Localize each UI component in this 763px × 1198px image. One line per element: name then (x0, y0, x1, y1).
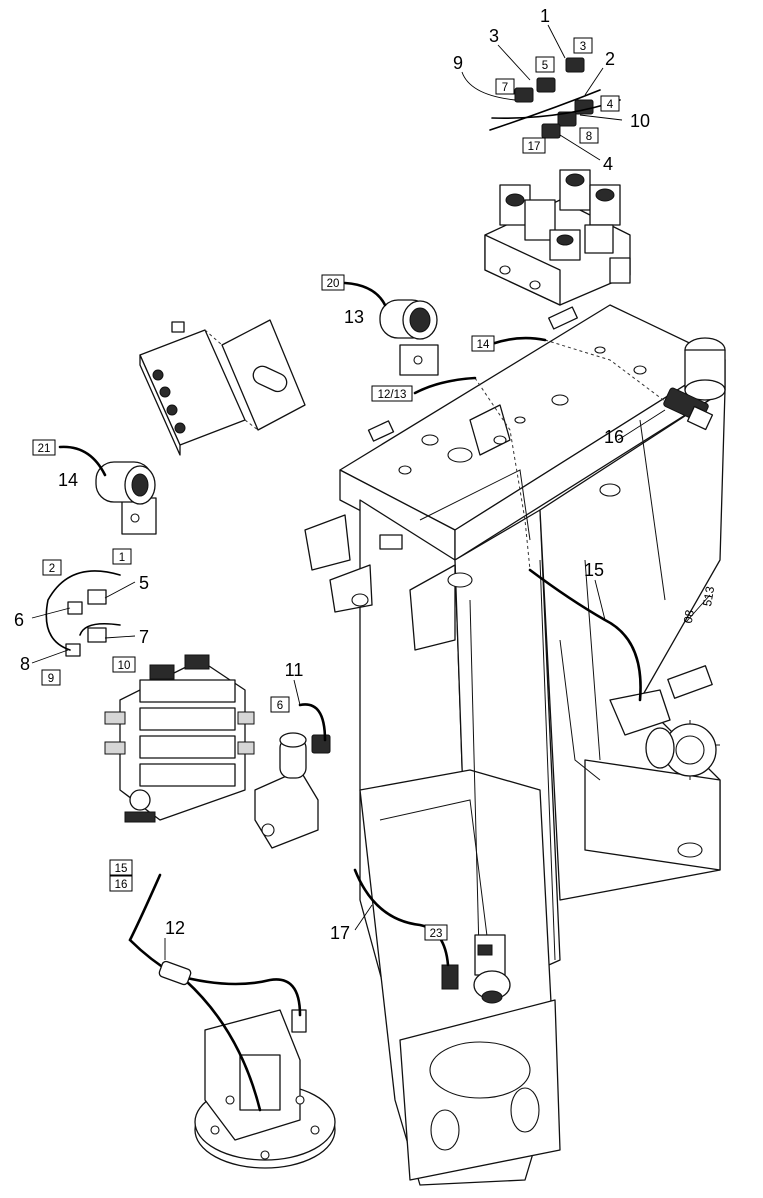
boxed-label-4: 4 (607, 99, 614, 111)
callout-6: 6 (14, 610, 24, 630)
harness-12-lower (183, 978, 262, 1112)
callout-12: 12 (165, 918, 185, 938)
drive-motor (194, 1009, 336, 1169)
callout-5: 5 (139, 573, 149, 593)
top-valve-block (484, 169, 631, 306)
callout-9-top: 9 (453, 53, 463, 73)
callout-2: 2 (605, 49, 615, 69)
harness-17 (353, 868, 450, 967)
boxed-label-12-13: 12/13 (378, 389, 407, 401)
left-plugs (45, 570, 121, 657)
boxed-label-8: 8 (586, 131, 592, 143)
sensor-16 (663, 387, 714, 431)
boxed-label-1: 1 (119, 552, 125, 564)
harness-14-top (493, 336, 547, 345)
boxed-label-5: 5 (542, 60, 548, 72)
boxed-labels: 3 5 7 4 8 17 20 14 12/13 21 2 1 10 9 6 1… (32, 37, 620, 941)
boxed-label-16: 16 (115, 879, 128, 891)
rotation-sensor-assembly (609, 665, 720, 780)
ref-code-top: 08 (681, 608, 697, 624)
boxed-label-7: 7 (502, 82, 508, 94)
sensor-14 (95, 461, 157, 535)
sensor-13 (379, 299, 439, 376)
control-box (139, 319, 306, 456)
boxed-label-3a: 3 (580, 41, 586, 53)
leader-lines (31, 24, 711, 960)
callout-1: 1 (540, 6, 550, 26)
harness-13 (343, 281, 387, 307)
boxed-label-23: 23 (430, 928, 443, 940)
callout-16: 16 (604, 427, 624, 447)
callout-11: 11 (285, 660, 304, 680)
boxed-label-9: 9 (48, 673, 54, 685)
boxed-label-14: 14 (477, 339, 490, 351)
callout-8: 8 (20, 654, 30, 674)
callout-13: 13 (344, 307, 364, 327)
harness-11 (298, 703, 327, 742)
boxed-label-21: 21 (38, 443, 51, 455)
callout-4: 4 (603, 154, 613, 174)
harness-12 (128, 873, 302, 1017)
callout-3: 3 (489, 26, 499, 46)
callout-numbers: 1 2 3 9 10 4 13 14 16 15 5 6 7 8 11 12 1… (14, 6, 650, 943)
callout-15: 15 (584, 560, 604, 580)
boxed-label-2: 2 (49, 563, 55, 575)
ref-code-bottom: 513 (700, 585, 717, 607)
boxed-label-10: 10 (118, 660, 131, 672)
boxed-label-20: 20 (327, 278, 340, 290)
reference-code: 08 513 (681, 585, 718, 624)
callout-17: 17 (330, 923, 350, 943)
callout-14: 14 (58, 470, 78, 490)
solenoid-valve-11 (254, 732, 331, 849)
stack-valve (104, 654, 255, 823)
boxed-label-6: 6 (277, 700, 283, 712)
boxed-label-17: 17 (528, 141, 541, 153)
boxed-label-15: 15 (115, 863, 128, 875)
harness-12-13 (413, 376, 477, 395)
lower-solenoid (441, 934, 511, 1004)
harness-14-left (58, 445, 107, 477)
callout-10-top: 10 (630, 111, 650, 131)
callout-7: 7 (139, 627, 149, 647)
